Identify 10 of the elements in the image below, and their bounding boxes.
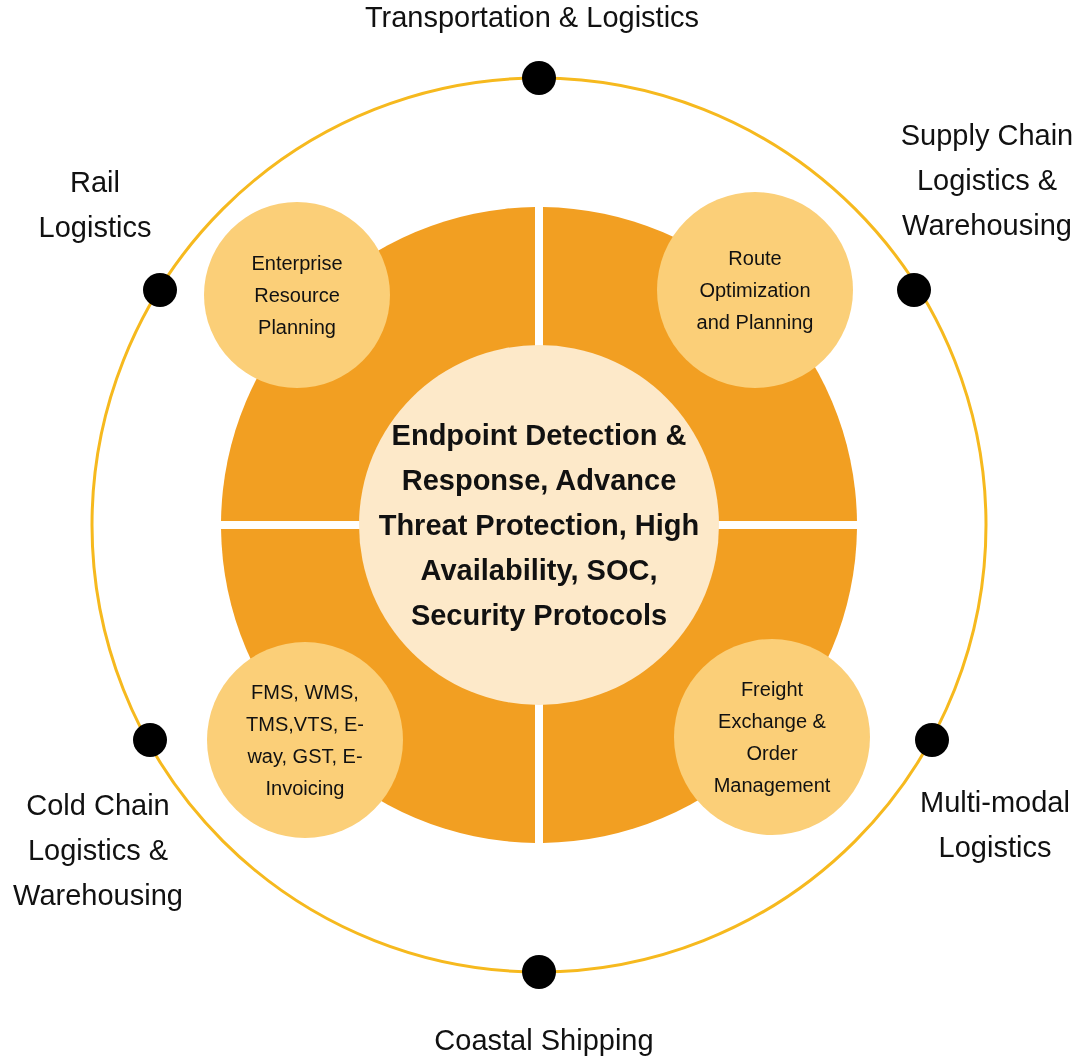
sector-label: Rail Logistics [10, 160, 180, 250]
sector-label: Transportation & Logistics [322, 0, 742, 37]
sector-label: Multi-modal Logistics [900, 780, 1090, 870]
category-circle: Enterprise Resource Planning [204, 202, 390, 388]
category-circle: Freight Exchange & Order Management [674, 639, 870, 835]
category-circle: FMS, WMS, TMS,VTS, E-way, GST, E-Invoicing [207, 642, 403, 838]
sector-label: Coastal Shipping [394, 1020, 694, 1060]
sector-label: Supply Chain Logistics & Warehousing [882, 115, 1091, 245]
category-circle: Route Optimization and Planning [657, 192, 853, 388]
sector-label: Cold Chain Logistics & Warehousing [0, 785, 198, 915]
